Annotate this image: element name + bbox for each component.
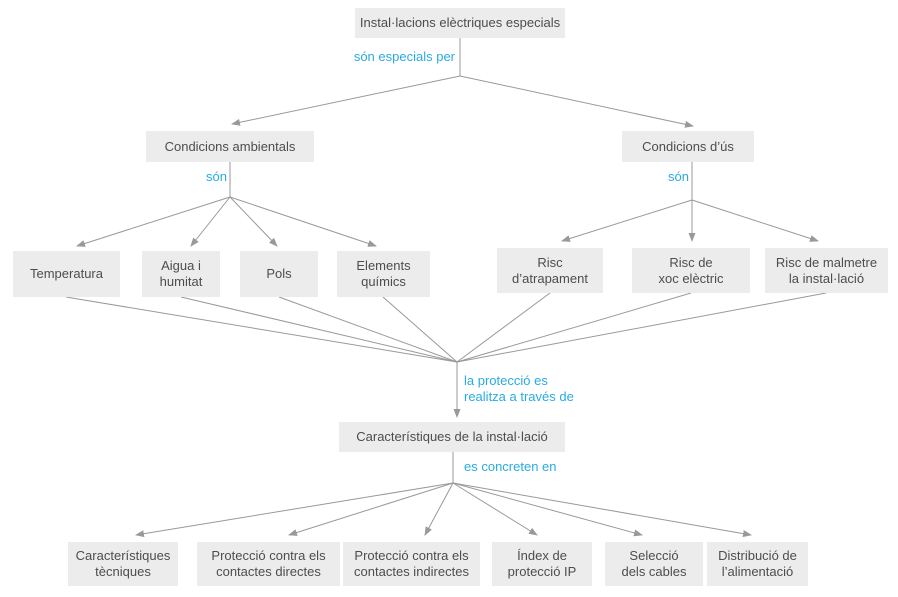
node-caracteristiques-tecniques: Característiques tècniques xyxy=(68,542,178,586)
edge-caracteristiques-directes xyxy=(288,482,454,536)
node-elements-quimics: Elements químics xyxy=(337,251,430,297)
edge-label-son-ambientals: són xyxy=(206,169,227,184)
edge-caracteristiques-cables xyxy=(452,482,643,537)
node-temperatura: Temperatura xyxy=(13,251,120,297)
edge-pols-convergence xyxy=(278,296,458,363)
node-aigua-i-humitat: Aigua i humitat xyxy=(142,251,220,297)
edge-ambientals-temperatura xyxy=(76,196,231,247)
edge-ambientals-aigua xyxy=(190,196,231,247)
edge-dus-malmetre xyxy=(691,199,819,242)
node-seleccio-cables: Selecció dels cables xyxy=(605,542,703,586)
edge-caracteristiques-indirectes xyxy=(424,482,454,536)
edge-dus-atrapament xyxy=(561,199,693,242)
edge-caracteristiques-ip xyxy=(452,482,538,536)
edge-root-dus xyxy=(459,75,694,128)
edge-caracteristiques-tecniques xyxy=(135,482,454,538)
node-risc-de-xoc-electric: Risc de xoc elèctric xyxy=(632,248,750,293)
edge-temperatura-convergence xyxy=(65,296,458,363)
edge-ambientals-pols xyxy=(229,196,278,247)
edge-label-proteccio-traves: la protecció es realitza a través de xyxy=(464,373,574,404)
edge-ambientals-elements xyxy=(229,196,377,247)
edge-label-es-concreten-en: es concreten en xyxy=(464,459,557,474)
node-index-proteccio-ip: Índex de protecció IP xyxy=(492,542,592,586)
node-proteccio-contactes-directes: Protecció contra els contactes directes xyxy=(197,542,340,586)
node-installacions-electriques-especials: Instal·lacions elèctriques especials xyxy=(355,8,565,38)
edge-xoc-convergence xyxy=(456,292,692,363)
node-caracteristiques-installacio: Característiques de la instal·lació xyxy=(339,422,565,452)
node-distribucio-alimentacio: Distribució de l’alimentació xyxy=(707,542,808,586)
node-condicions-dus: Condicions d’ús xyxy=(622,131,754,162)
edge-root-ambientals xyxy=(231,75,461,126)
edge-atrapament-convergence xyxy=(456,292,551,363)
node-pols: Pols xyxy=(240,251,318,297)
node-condicions-ambientals: Condicions ambientals xyxy=(146,131,314,162)
edge-label-son-dus: són xyxy=(668,169,689,184)
edge-malmetre-convergence xyxy=(456,292,827,363)
node-risc-datrapament: Risc d’atrapament xyxy=(497,248,603,293)
edge-label-son-especials-per: són especials per xyxy=(353,49,455,64)
edge-caracteristiques-alimentacio xyxy=(452,482,752,538)
edge-elements-convergence xyxy=(382,296,458,363)
node-proteccio-contactes-indirectes: Protecció contra els contactes indirecte… xyxy=(343,542,480,586)
edge-aigua-convergence xyxy=(180,296,458,363)
node-risc-de-malmetre: Risc de malmetre la instal·lació xyxy=(765,248,888,293)
